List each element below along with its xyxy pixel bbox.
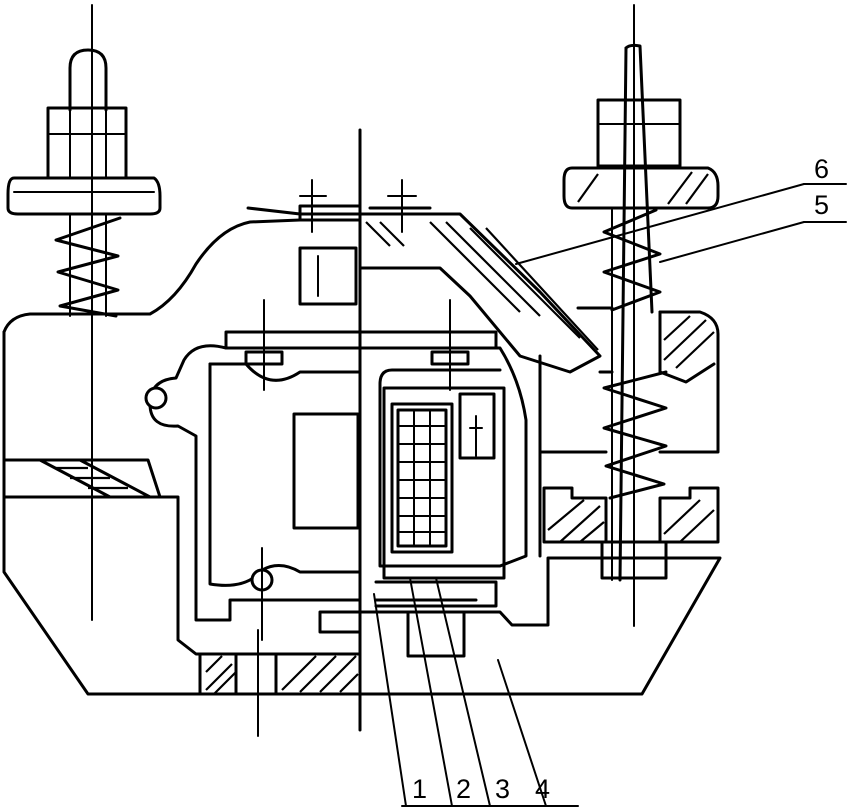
callout-1: 1: [412, 774, 427, 804]
callout-2: 2: [456, 774, 471, 804]
left-body: [2, 218, 302, 499]
callout-3: 3: [495, 774, 510, 804]
callout-5: 5: [814, 190, 829, 220]
top-shaft: [246, 128, 602, 732]
callout-labels: 1 2 3 4 5 6: [412, 154, 829, 804]
right-frame: [538, 306, 720, 580]
coil-block: [358, 346, 528, 658]
leader-lines: [373, 183, 847, 807]
left-spring-assembly: [6, 4, 162, 621]
base-housing: [2, 495, 722, 696]
hinge-bracket: [144, 344, 362, 737]
callout-6: 6: [814, 154, 829, 184]
right-spring-assembly: [562, 4, 720, 627]
callout-4: 4: [535, 774, 550, 804]
